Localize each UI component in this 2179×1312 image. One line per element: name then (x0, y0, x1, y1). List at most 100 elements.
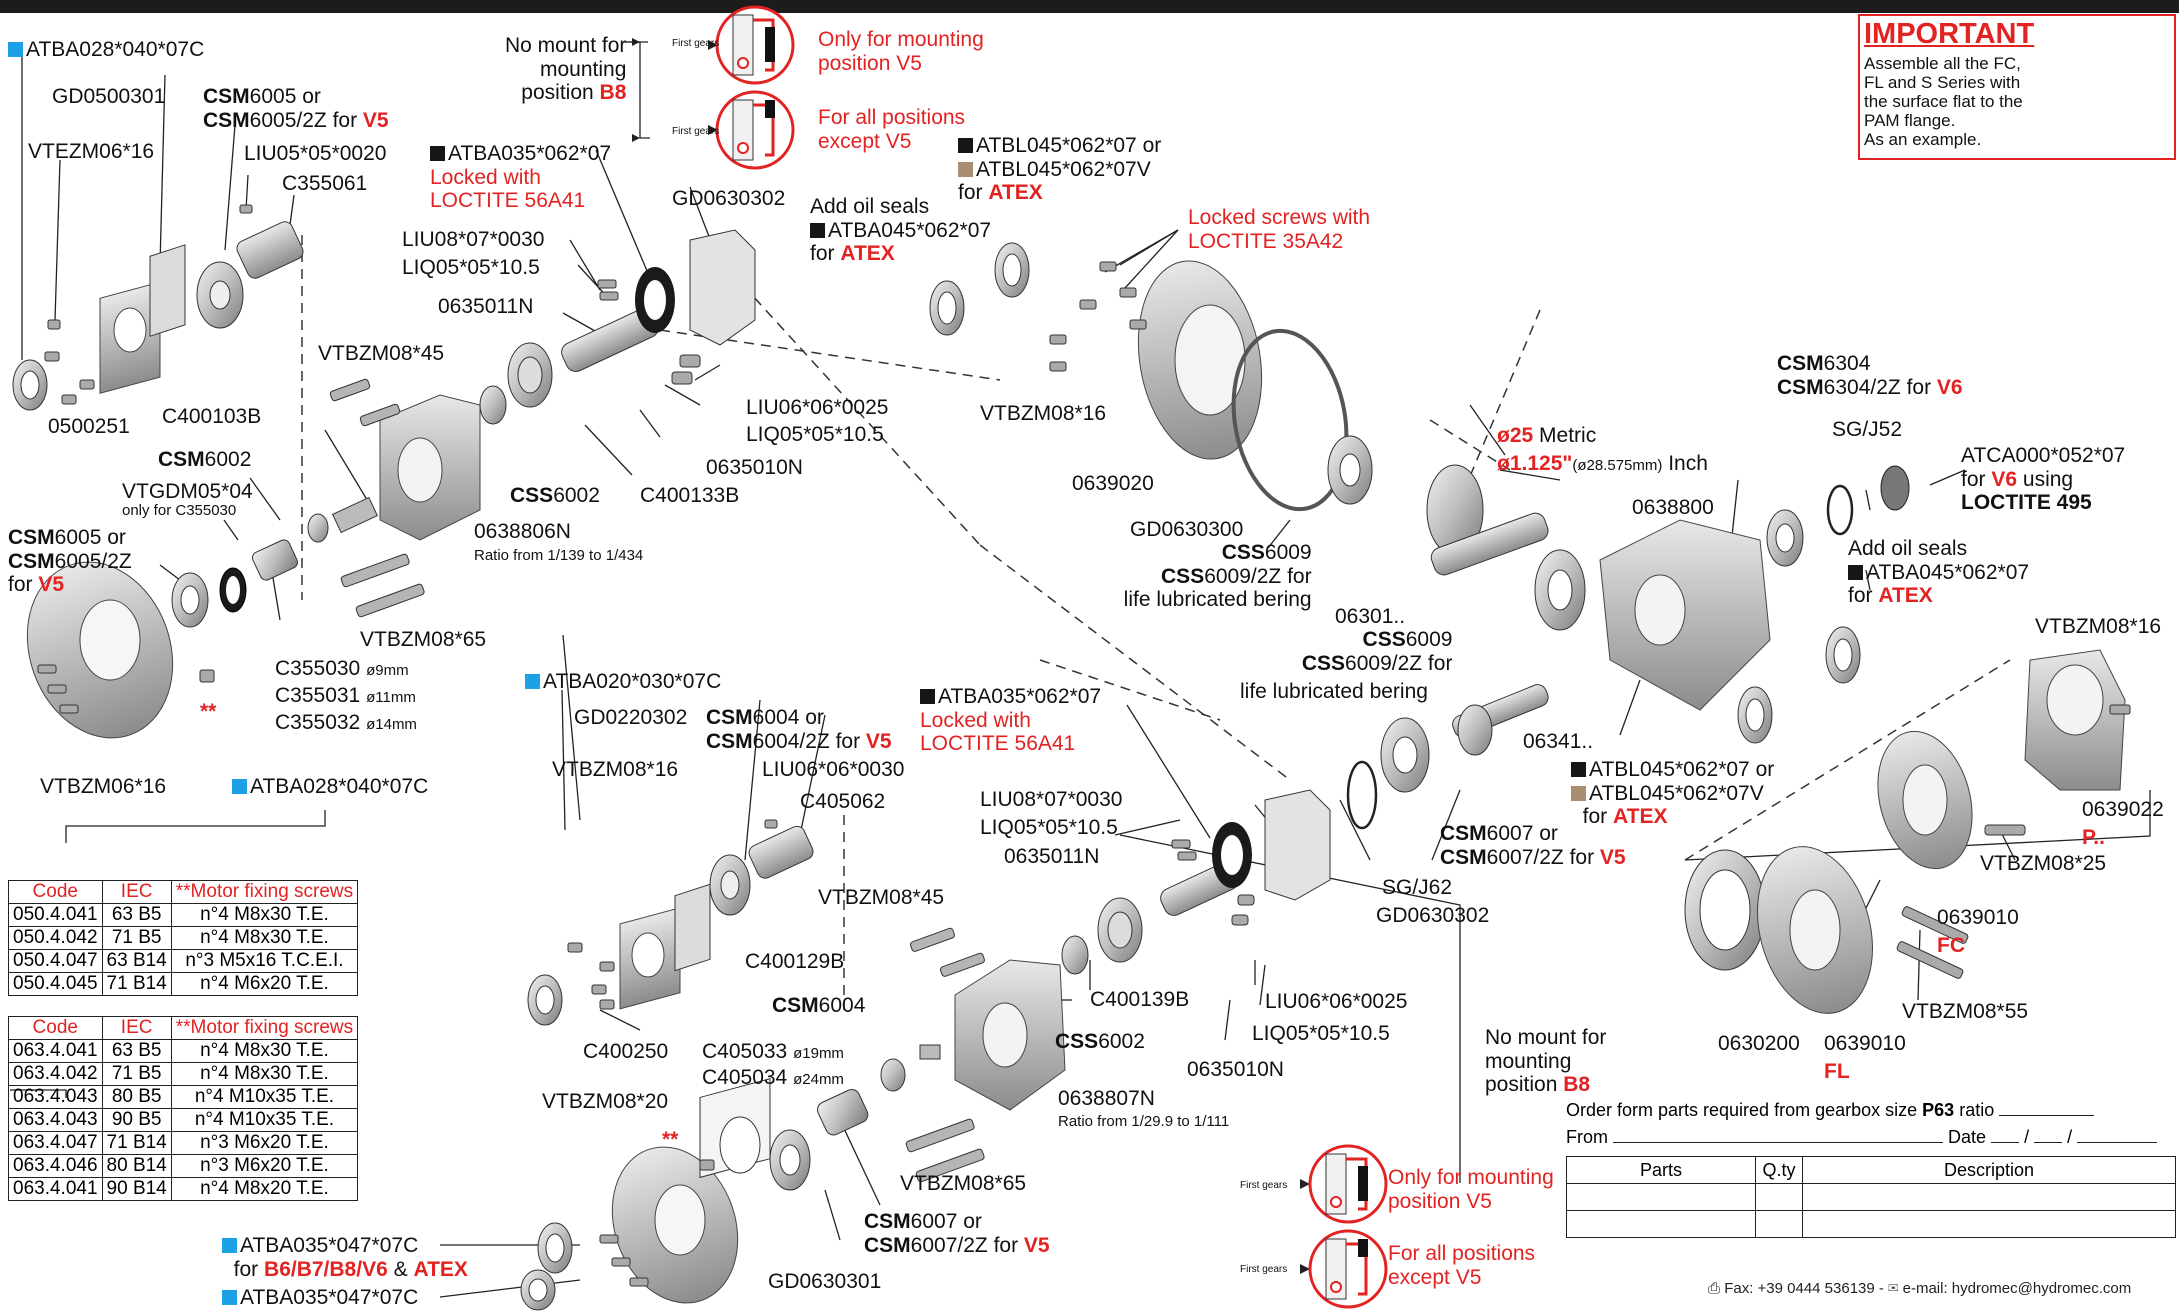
label-d1125: ø1.125"(ø28.575mm) Inch (1497, 452, 1708, 475)
black-marker-icon (958, 138, 973, 153)
label-vtbzm06-16: VTBZM06*16 (40, 775, 167, 798)
label-0639020: 0639020 (1072, 472, 1154, 495)
from-field[interactable] (1613, 1142, 1944, 1143)
label-c355061: C355061 (282, 172, 368, 195)
label-c400139b: C400139B (1090, 988, 1190, 1011)
label-first-gears-2: First gears (672, 126, 720, 137)
label-liu08-top: LIU08*07*0030 (402, 228, 545, 251)
cell: n°4 M6x20 T.E. (170, 972, 359, 996)
label-double-star-lower: ** (662, 1128, 679, 1151)
label-liu06-0025-lower: LIU06*06*0025 (1265, 990, 1408, 1013)
label-only-c355030: only for C355030 (122, 502, 237, 519)
label-c405033: C405033 ø19mm (702, 1040, 844, 1063)
label-gd0630300: GD0630300 (1130, 518, 1244, 541)
label-no-mount-top: No mount for mounting position B8 (505, 34, 627, 105)
black-marker-icon (430, 146, 445, 161)
cell: 063.4.047 (8, 1131, 103, 1155)
label-liu06-0030: LIU06*06*0030 (762, 758, 905, 781)
label-liq05-top2: LIQ05*05*10.5 (746, 423, 884, 446)
black-marker-icon (1848, 564, 1863, 580)
label-0638806n: 0638806N (474, 520, 571, 543)
label-first-gears-1: First gears (672, 38, 720, 49)
label-css6009-lower: CSS6009 CSS6009/2Z for (1301, 628, 1453, 675)
header-bar (0, 0, 2179, 13)
blue-marker-icon (222, 1290, 237, 1305)
label-ratio-lower: Ratio from 1/29.9 to 1/111 (1058, 1113, 1230, 1130)
label-0638807n: 0638807N (1058, 1087, 1155, 1110)
label-0500251: 0500251 (48, 415, 130, 438)
order-form: Order form parts required from gearbox s… (1566, 1100, 2176, 1148)
label-vtbzm08-55: VTBZM08*55 (1902, 1000, 2029, 1023)
cell: 050.4.042 (8, 926, 103, 950)
date-day-field[interactable] (1991, 1142, 2020, 1143)
label-atba028-top: ATBA028*040*07C (8, 38, 204, 62)
label-06341: 06341.. (1523, 730, 1594, 753)
label-csm6002-top: CSM6002 (158, 448, 252, 471)
label-fc: FC (1937, 934, 1965, 957)
order-header-row: Parts Q.ty Description (1566, 1156, 2176, 1184)
col-parts: Parts (1566, 1156, 1756, 1184)
footer-contact: ⎙ Fax: +39 0444 536139 - ✉ e-mail: hydro… (1708, 1280, 2132, 1297)
label-0635011n-top: 0635011N (438, 295, 534, 318)
label-sgj62: SG/J62 (1382, 876, 1453, 899)
cell: 90 B14 (101, 1177, 172, 1201)
label-c405062: C405062 (800, 790, 886, 813)
cell: 63 B5 (101, 903, 172, 927)
col-qty: Q.ty (1755, 1156, 1803, 1184)
order-row[interactable] (1566, 1183, 2176, 1211)
ratio-field[interactable] (1999, 1115, 2095, 1116)
label-sgj52: SG/J52 (1832, 418, 1903, 441)
label-vtbzm08-16-mid: VTBZM08*16 (980, 402, 1107, 425)
tan-marker-icon (958, 161, 973, 177)
col-iec: IEC (101, 1016, 172, 1040)
center-output-group (929, 242, 1910, 830)
label-d25: ø25 Metric (1497, 424, 1597, 447)
label-gd0630301: GD0630301 (768, 1270, 882, 1293)
label-0638800: 0638800 (1632, 496, 1714, 519)
label-c400250: C400250 (583, 1040, 669, 1063)
date-year-field[interactable] (2077, 1142, 2158, 1143)
label-0635011n-lower: 0635011N (1004, 845, 1100, 868)
col-description: Description (1802, 1156, 2176, 1184)
cell: n°3 M6x20 T.E. (170, 1154, 359, 1178)
label-c400103b: C400103B (162, 405, 262, 428)
label-life-lub-lower: life lubricated bering (1240, 680, 1428, 703)
label-c355032: C355032 ø14mm (275, 711, 417, 734)
table-header-row: Code IEC **Motor fixing screws (8, 1016, 359, 1040)
label-liq05-lower: LIQ05*05*10.5 (980, 816, 1118, 839)
label-vtbzm08-20: VTBZM08*20 (542, 1090, 669, 1113)
label-vtbzm08-16-lower: VTBZM08*16 (552, 758, 679, 781)
cell: 90 B5 (101, 1108, 172, 1132)
blue-marker-icon (525, 674, 540, 689)
label-gd0500301: GD0500301 (52, 85, 166, 108)
label-c400133b: C400133B (640, 484, 740, 507)
label-liu08-lower: LIU08*07*0030 (980, 788, 1123, 811)
label-atba020: ATBA020*030*07C (525, 670, 721, 694)
label-0630200: 0630200 (1718, 1032, 1800, 1055)
label-0639010-fl: 0639010 (1824, 1032, 1906, 1055)
label-vtbzm08-65-top: VTBZM08*65 (360, 628, 487, 651)
label-liq05-top: LIQ05*05*10.5 (402, 256, 540, 279)
cell: 063.4.046 (8, 1154, 103, 1178)
cell: 63 B14 (101, 949, 172, 973)
col-iec: IEC (101, 880, 172, 904)
label-c400129b: C400129B (745, 950, 845, 973)
label-vtbzm08-45-lower: VTBZM08*45 (818, 886, 945, 909)
order-row[interactable] (1566, 1210, 2176, 1238)
label-css6002-top: CSS6002 (510, 484, 600, 507)
label-c355031: C355031 ø11mm (275, 684, 416, 707)
label-css6002-lower: CSS6002 (1055, 1030, 1145, 1053)
date-month-field[interactable] (2034, 1142, 2063, 1143)
cell: n°4 M8x30 T.E. (170, 903, 359, 927)
label-c405034: C405034 ø24mm (702, 1066, 844, 1089)
right-flanges (1684, 649, 2131, 1014)
